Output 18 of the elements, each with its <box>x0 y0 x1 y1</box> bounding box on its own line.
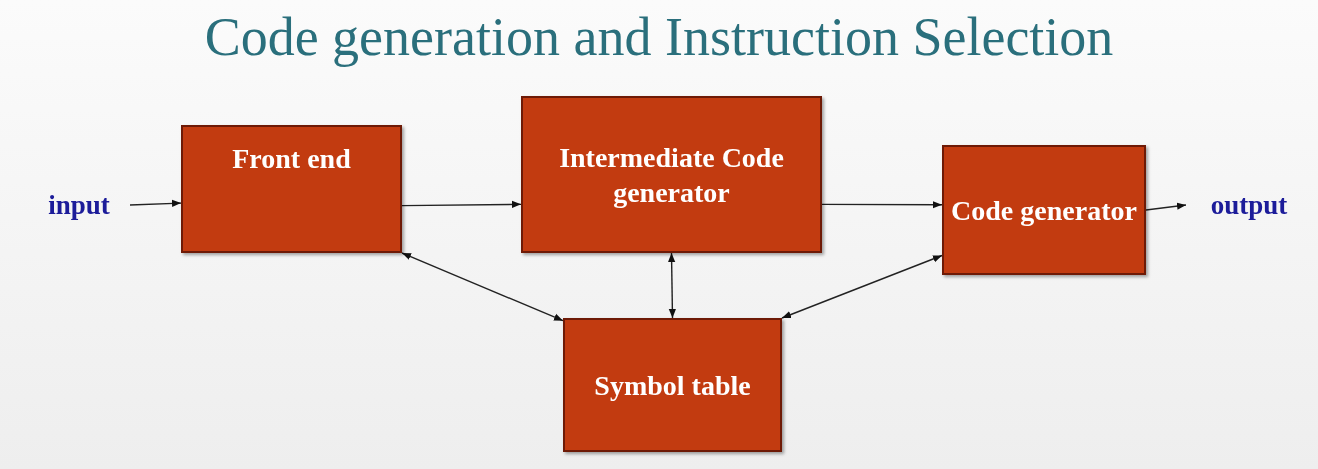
arrow <box>668 252 676 319</box>
box-label: Code generator <box>951 193 1137 228</box>
box-label: Intermediate Code generator <box>558 140 785 210</box>
arrow <box>129 199 182 207</box>
process-box <box>942 145 1146 275</box>
process-box <box>181 125 402 253</box>
box-label: Symbol table <box>594 368 751 403</box>
arrow <box>821 201 943 209</box>
arrow <box>1145 202 1187 211</box>
flow-label: input <box>48 189 110 221</box>
flow-label: output <box>1210 189 1288 221</box>
arrow <box>401 252 564 322</box>
process-box <box>521 96 822 253</box>
process-box <box>563 318 782 452</box>
arrow <box>781 254 943 319</box>
box-label: Front end <box>232 142 351 176</box>
title: Code generation and Instruction Selection <box>203 6 1115 68</box>
arrow <box>401 200 522 209</box>
